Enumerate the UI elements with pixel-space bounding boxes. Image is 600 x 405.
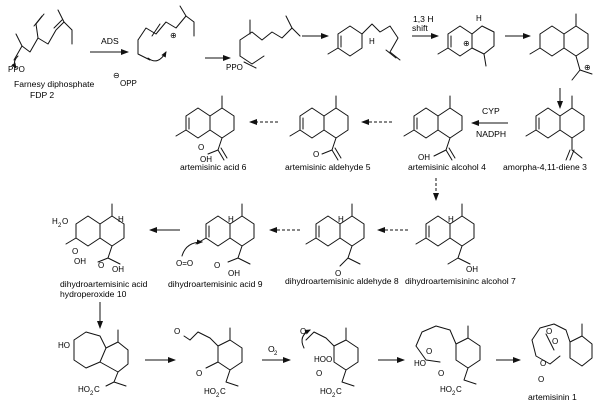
h-atom-1: H xyxy=(369,37,375,46)
cation-symbol-2: ⊕ xyxy=(463,39,470,48)
oxygen-molecule: O=O xyxy=(176,259,193,268)
oh-label-9: OH xyxy=(228,269,240,278)
o-label-hpk: O xyxy=(300,327,306,336)
label-artemisinic-aldehyde: artemisinic aldehyde 5 xyxy=(285,162,371,172)
label-artemisinic-alcohol: artemisinic alcohol 4 xyxy=(408,162,486,172)
label-fdp: FDP 2 xyxy=(30,90,54,100)
o-label-art-3: O xyxy=(540,359,546,368)
structure-fpp: PPO xyxy=(8,9,73,74)
label-fpp: Farnesy diphosphate xyxy=(14,79,94,89)
water-o: O xyxy=(62,217,68,226)
oh-label-7: OH xyxy=(466,265,478,274)
structure-keto-aldehyde: O O HO 2 C xyxy=(174,327,243,399)
o-label-hpk-2: O xyxy=(316,369,322,378)
label-o2-sub: 2 xyxy=(274,351,278,357)
h-atom-2: H xyxy=(476,14,482,23)
o-label-art-1: O xyxy=(546,327,552,336)
ho2c-sub-4: 2 xyxy=(452,391,456,397)
o-label-9: O xyxy=(214,261,220,270)
h-atom-8: H xyxy=(338,215,344,224)
ho2c-ho: HO xyxy=(78,385,90,394)
o-label-art-2: O xyxy=(552,337,558,346)
structure-allylic-cation: ⊕ ⊖ OPP xyxy=(113,5,195,88)
h-atom-10: H xyxy=(118,215,124,224)
ho-label: HO xyxy=(58,341,70,350)
o-label-6: O xyxy=(198,143,204,152)
label-o2: O xyxy=(268,344,275,354)
water-sub: 2 xyxy=(58,223,62,229)
label-dihydro-alcohol: dihydroartemisininc alcohol 7 xyxy=(405,276,516,286)
oh-label-10b: OH xyxy=(112,265,124,274)
ho2c-sub-3: 2 xyxy=(332,393,336,399)
ho-label-ci: HO xyxy=(414,359,426,368)
ho2c-c-2: C xyxy=(220,387,226,396)
structure-nerolidyl-pp: PPO xyxy=(226,15,301,72)
o-label-art-4: O xyxy=(538,375,544,384)
label-artemisinic-acid: artemisinic acid 6 xyxy=(180,162,247,172)
structure-dihydro-alcohol: H OH xyxy=(415,203,478,274)
label-shift-top: 1,3 H xyxy=(413,14,434,24)
structure-bisabolyl: H xyxy=(327,23,401,61)
o-label-8: O xyxy=(335,269,341,278)
label-hp-line1: dihydroartemisinic acid xyxy=(60,279,148,289)
h-atom-9: H xyxy=(228,215,234,224)
structure-amorphane-cation: ⊕ xyxy=(529,13,593,81)
ho2c-sub-2: 2 xyxy=(216,393,220,399)
opp-label: OPP xyxy=(120,79,137,88)
label-cyp: CYP xyxy=(482,106,500,116)
o-label-ald: O xyxy=(196,369,202,378)
label-dihydro-aldehyde: dihydroartemisinic aldehyde 8 xyxy=(285,276,399,286)
structure-cyclization-intermediate: O HO O HO 2 C xyxy=(414,325,481,397)
structure-shifted-cation: ⊕ H xyxy=(437,14,495,67)
structure-artemisinin: O O O O xyxy=(531,323,593,384)
opp-minus: ⊖ xyxy=(113,71,120,80)
ppo-label-2: PPO xyxy=(226,63,243,72)
label-dihydro-acid: dihydroartemisinic acid 9 xyxy=(168,279,263,289)
o-label-5: O xyxy=(313,150,319,159)
label-shift-bottom: shift xyxy=(412,23,428,33)
label-ads: ADS xyxy=(101,36,119,46)
structure-dihydro-aldehyde: H O xyxy=(305,203,365,278)
o-label-10b: O xyxy=(98,261,104,270)
ho2c-c-3: C xyxy=(336,387,342,396)
label-nadph: NADPH xyxy=(476,129,506,139)
o-label-10: O xyxy=(72,247,78,256)
ho2c-c-4: C xyxy=(456,385,462,394)
ppo-label: PPO xyxy=(8,65,25,74)
ho2c-c: C xyxy=(94,385,100,394)
oh-label-4: OH xyxy=(418,153,430,162)
structure-hydroperoxide: H 2 O O OH O OH H xyxy=(52,203,125,274)
o-label-keto: O xyxy=(174,327,180,336)
ho2c-ho-2: HO xyxy=(204,387,216,396)
label-artemisinin: artemisinin 1 xyxy=(528,392,577,402)
structure-artemisinic-aldehyde: O xyxy=(289,95,349,161)
ho2c-ho-4: HO xyxy=(440,385,452,394)
cation-symbol-3: ⊕ xyxy=(584,63,591,72)
label-hp-line2: hydroperoxide 10 xyxy=(60,289,127,299)
oh-label-6: OH xyxy=(200,155,212,164)
structure-hemiketal: HO HO 2 C xyxy=(58,329,129,397)
structure-artemisinic-alcohol: OH xyxy=(403,95,463,162)
structure-dihydro-acid: H O OH O=O xyxy=(176,203,255,278)
h-atom-7: H xyxy=(448,215,454,224)
o-label-ci-1: O xyxy=(426,347,432,356)
structure-amorphadiene xyxy=(525,95,585,161)
ho2c-ho-3: HO xyxy=(320,387,332,396)
hoo-label: HOO xyxy=(314,355,332,364)
label-amorphadiene: amorpha-4,11-diene 3 xyxy=(503,162,587,172)
water-h: H xyxy=(52,217,58,226)
oh-label-10: OH xyxy=(74,257,86,266)
ho2c-sub: 2 xyxy=(90,391,94,397)
cation-symbol: ⊕ xyxy=(170,31,177,40)
structure-artemisinic-acid: O OH xyxy=(175,95,235,164)
o-label-ci-2: O xyxy=(438,369,444,378)
structure-hydroperoxy-keto: O HOO O HO 2 C xyxy=(300,327,359,399)
